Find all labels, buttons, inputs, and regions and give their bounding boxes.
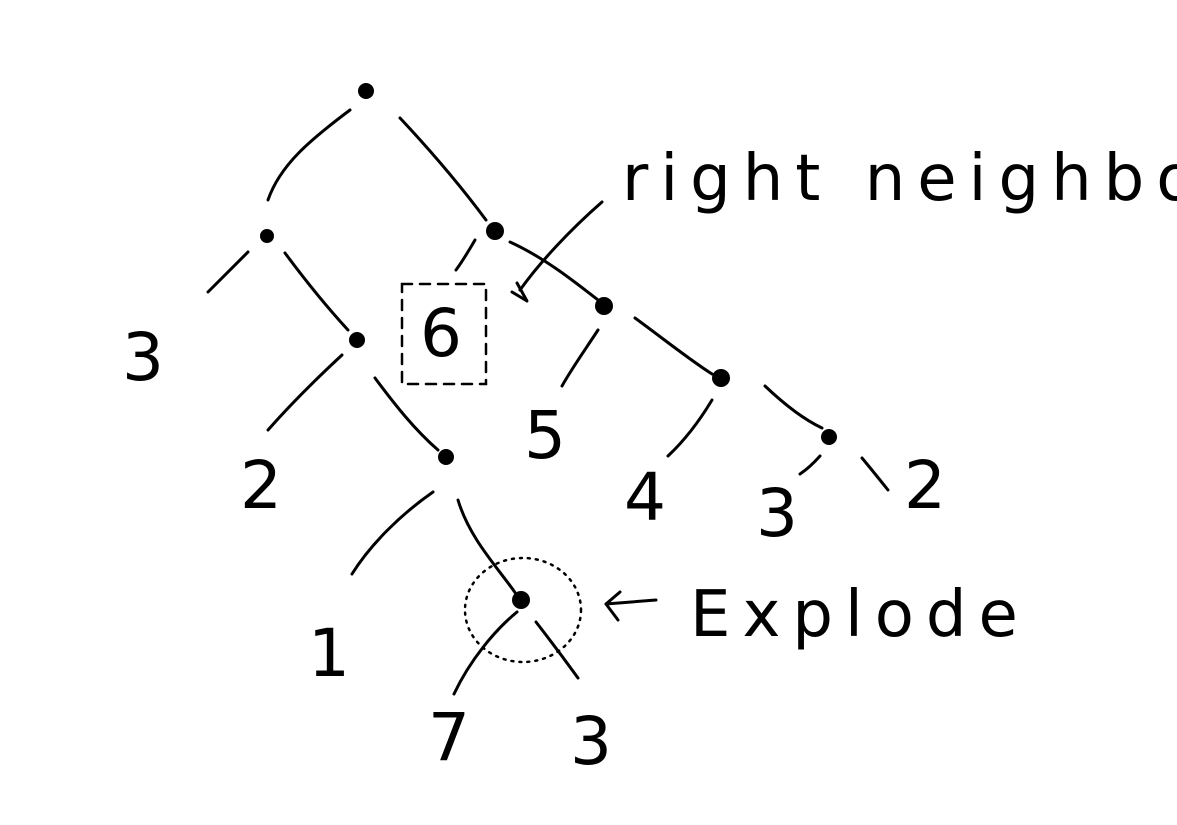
edge-mid-to-leaf2 xyxy=(266,353,344,432)
node-right-a xyxy=(486,222,504,240)
explode-arrow-head xyxy=(604,590,622,622)
tree-nodes xyxy=(260,83,837,609)
node-left-low xyxy=(438,449,454,465)
leaf-6-boxed: 6 xyxy=(420,295,462,372)
explode-arrow-shaft xyxy=(604,598,658,606)
leaf-2-left: 2 xyxy=(240,447,282,524)
edge-rightA-to-leaf6 xyxy=(454,238,477,272)
edge-explode-to-leaf3 xyxy=(534,620,580,680)
edge-rightA-to-rightB xyxy=(508,240,600,302)
node-right-d xyxy=(821,429,837,445)
edge-rightD-to-leaf2 xyxy=(860,456,890,492)
edge-rightD-to-leaf3 xyxy=(798,454,822,476)
leaf-3-bottom: 3 xyxy=(570,703,612,780)
node-left-mid xyxy=(349,332,365,348)
annotation-explode: Explode xyxy=(690,578,1030,652)
node-left xyxy=(260,229,274,243)
right-neighbor-arrow-shaft xyxy=(518,200,604,292)
leaf-1: 1 xyxy=(308,615,350,692)
leaf-2-right: 2 xyxy=(904,447,946,524)
leaf-labels: 3 2 1 7 3 6 5 4 3 2 xyxy=(122,295,946,780)
edge-left-to-child xyxy=(283,251,350,332)
right-neighbor-arrow-head xyxy=(510,281,529,303)
node-root xyxy=(358,83,374,99)
edge-rightB-to-rightC xyxy=(633,316,714,376)
edge-mid-to-child xyxy=(373,376,440,452)
leaf-5: 5 xyxy=(524,397,566,474)
node-right-b xyxy=(595,297,613,315)
edge-root-left xyxy=(266,108,352,202)
edge-explode-to-leaf7 xyxy=(452,610,519,696)
edge-rightB-to-leaf5 xyxy=(560,328,600,388)
annotation-right-neighbor: right neighbor xyxy=(622,142,1177,216)
leaf-7: 7 xyxy=(428,699,470,776)
leaf-4: 4 xyxy=(624,459,666,536)
node-explode xyxy=(512,591,530,609)
explode-circle xyxy=(463,556,583,664)
edge-low-to-explode xyxy=(456,498,518,596)
leaf-3-right: 3 xyxy=(756,475,798,552)
edge-left-to-leaf3 xyxy=(206,250,250,294)
edge-low-to-leaf1 xyxy=(350,490,435,576)
edge-rightC-to-rightD xyxy=(763,384,824,430)
edge-rightC-to-leaf4 xyxy=(666,398,714,458)
node-right-c xyxy=(712,369,730,387)
explode-arrow xyxy=(604,590,658,622)
edge-root-right xyxy=(398,116,488,222)
dashed-box-6 xyxy=(400,282,488,386)
leaf-3-left: 3 xyxy=(122,319,164,396)
right-neighbor-arrow xyxy=(510,200,604,303)
tree-edges xyxy=(206,108,890,696)
